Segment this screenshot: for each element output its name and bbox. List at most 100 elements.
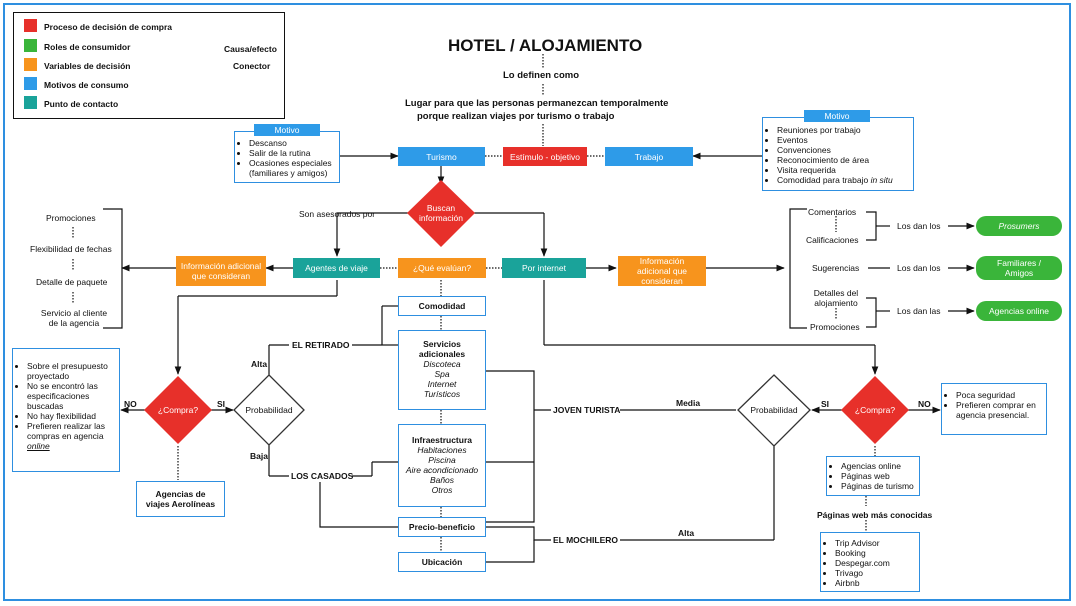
infra-item: Piscina [428, 455, 456, 465]
right-option-detalles: Detalles del alojamiento [813, 288, 859, 308]
trabajo-node: Trabajo [605, 147, 693, 166]
reason-right-item: Poca seguridad [956, 390, 1042, 400]
no-right-label: NO [918, 399, 931, 409]
reason-left-item: Prefieren realizar las compras en agenci… [27, 421, 115, 451]
legend-conector-label: Conector [233, 61, 271, 71]
legend-swatch-proceso [24, 19, 37, 32]
reason-left-item: No hay flexibilidad [27, 411, 115, 421]
channel-item: Páginas de turismo [841, 481, 915, 491]
infra-box: Infraestructura Habitaciones Piscina Air… [398, 424, 486, 507]
segment-mochilero: EL MOCHILERO [553, 535, 619, 545]
si-left-label: SI [217, 399, 226, 409]
web-known-label: Páginas web más conocidas [817, 510, 933, 520]
dan-los-label: Los dan los [897, 221, 941, 231]
infra-item: Aire acondicionado [405, 465, 479, 475]
info-right-node: Información adicional que consideran [618, 256, 706, 286]
motivo-left-item: Salir de la rutina [249, 148, 335, 158]
motivo-left-list: Descanso Salir de la rutina Ocasiones es… [234, 131, 340, 183]
right-option-calificaciones: Calificaciones [806, 235, 859, 245]
definition-line-2: porque realizan viajes por turismo o tra… [417, 111, 615, 122]
compra-right-label: ¿Compra? [854, 405, 896, 415]
ubicacion-node: Ubicación [398, 552, 486, 572]
compra-left-label: ¿Compra? [157, 405, 199, 415]
web-known-item: Airbnb [835, 578, 915, 588]
agentes-node: Agentes de viaje [293, 258, 380, 278]
reason-left-item: No se encontró las especificaciones busc… [27, 381, 115, 411]
reasons-right-list: Poca seguridad Prefieren comprar en agen… [941, 383, 1047, 435]
servicios-item: Discoteca [423, 359, 461, 369]
reasons-left-list: Sobre el presupuesto proyectado No se en… [12, 348, 120, 472]
legend-label-roles: Roles de consumidor [44, 42, 131, 52]
motivo-right-last-prefix: Comodidad para trabajo [777, 175, 871, 185]
legend-causa-label: Causa/efecto [224, 44, 277, 54]
legend-label-motivos: Motivos de consumo [44, 80, 129, 90]
web-known-item: Trivago [835, 568, 915, 578]
left-option: Promociones [46, 213, 96, 223]
legend-label-variables: Variables de decisión [44, 61, 131, 71]
no-left-label: NO [124, 399, 137, 409]
legend-swatch-roles [24, 39, 37, 52]
reason-right-item: Prefieren comprar en agencia presencial. [956, 400, 1042, 420]
estimulo-node: Estímulo - objetivo [503, 147, 587, 166]
comodidad-node: Comodidad [398, 296, 486, 316]
internet-node: Por internet [502, 258, 586, 278]
infra-title: Infraestructura [412, 435, 472, 445]
prosumers-node: Prosumers [976, 216, 1062, 236]
reason-left-text: Prefieren realizar las compras en agenci… [27, 421, 105, 441]
left-option: Detalle de paquete [36, 277, 108, 287]
legend-swatch-motivos [24, 77, 37, 90]
prob-left-diamond [233, 374, 305, 446]
diagram-frame [3, 3, 1071, 601]
agencias-online-node: Agencias online [976, 301, 1062, 321]
info-left-node: Información adicional que consideran [176, 256, 266, 286]
baja-left-label: Baja [250, 451, 268, 461]
motivo-left-item: Descanso [249, 138, 335, 148]
web-known-item: Booking [835, 548, 915, 558]
servicios-box: Servicios adicionales Discoteca Spa Inte… [398, 330, 486, 410]
precio-node: Precio-beneficio [398, 517, 486, 537]
motivo-left-tag: Motivo [254, 124, 320, 136]
prosumers-label: Prosumers [998, 221, 1040, 231]
infra-item: Otros [431, 485, 453, 495]
definition-line-1: Lugar para que las personas permanezcan … [405, 98, 669, 109]
reason-left-online: online [27, 441, 50, 451]
servicios-item: Internet [427, 379, 457, 389]
motivo-right-tag: Motivo [804, 110, 870, 122]
alta-right-label: Alta [678, 528, 695, 538]
motivo-right-item: Reuniones por trabajo [777, 125, 909, 135]
compra-left-diamond [144, 376, 212, 444]
prob-right-diamond [737, 374, 811, 447]
motivo-right-item: Convenciones [777, 145, 909, 155]
legend-label-proceso: Proceso de decisión de compra [44, 22, 173, 32]
segment-joven: JOVEN TURISTA [553, 405, 621, 415]
turismo-node: Turismo [398, 147, 485, 166]
segment-retirado: EL RETIRADO [292, 340, 350, 350]
buscan-label: Buscan información [419, 203, 463, 223]
buscan-diamond [407, 180, 475, 247]
media-label: Media [676, 398, 701, 408]
dan-las-label: Los dan las [897, 306, 941, 316]
reason-left-item: Sobre el presupuesto proyectado [27, 361, 115, 381]
asesorados-label: Son asesorados por [299, 209, 376, 219]
left-option: Flexibilidad de fechas [30, 244, 112, 254]
prob-right-label: Probabilidad [750, 405, 798, 415]
legend-label-punto: Punto de contacto [44, 99, 119, 109]
page-title: HOTEL / ALOJAMIENTO [448, 36, 643, 55]
channel-item: Agencias online [841, 461, 915, 471]
legend [13, 12, 285, 119]
servicios-item: Turísticos [423, 389, 461, 399]
right-option-sugerencias: Sugerencias [812, 263, 860, 273]
right-option-promociones: Promociones [810, 322, 860, 332]
defined-label: Lo definen como [503, 70, 579, 81]
web-known-list: Trip Advisor Booking Despegar.com Trivag… [820, 532, 920, 592]
motivo-right-item: Visita requerida [777, 165, 909, 175]
familiares-node: Familiares / Amigos [976, 256, 1062, 280]
web-known-item: Trip Advisor [835, 538, 915, 548]
right-option-comentarios: Comentarios [808, 207, 857, 217]
compra-right-diamond [841, 376, 909, 444]
si-right-label: SI [821, 399, 830, 409]
alta-left-label: Alta [251, 359, 268, 369]
infra-item: Habitaciones [417, 445, 467, 455]
motivo-right-item: Reconocimiento de área [777, 155, 909, 165]
